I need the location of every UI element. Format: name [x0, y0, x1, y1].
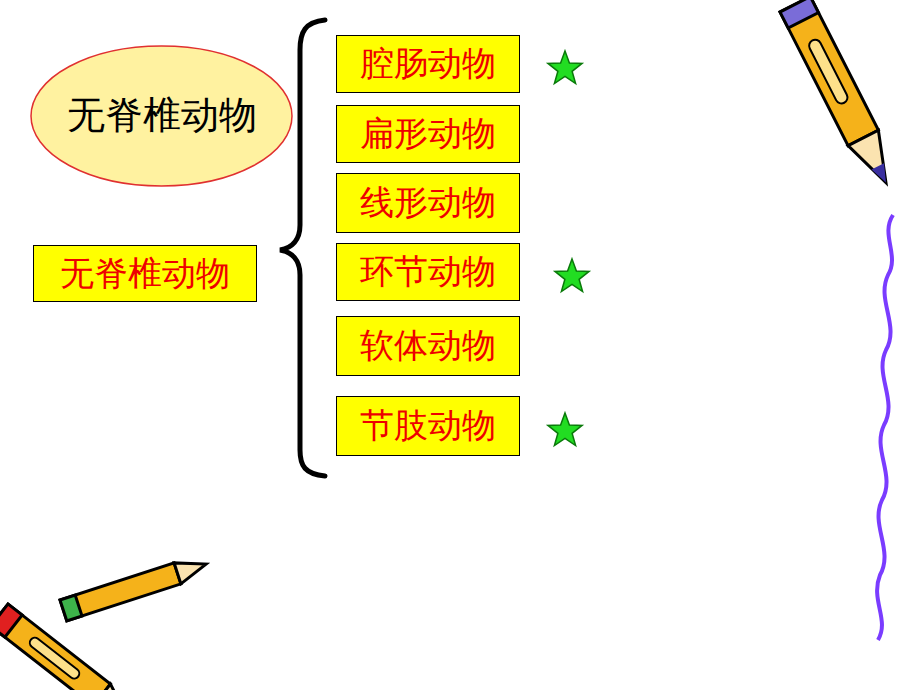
node-label: 无脊椎动物	[67, 95, 257, 137]
phylum-box: 扁形动物	[336, 105, 520, 163]
node-label: 腔肠动物	[360, 45, 496, 82]
pencil-eraser	[0, 604, 22, 637]
phylum-box: 线形动物	[336, 173, 520, 233]
star-symbol	[548, 51, 582, 84]
node-label: 软体动物	[360, 327, 496, 364]
node-label: 无脊椎动物	[60, 255, 230, 292]
pencil-tip	[93, 684, 134, 690]
title-ellipse: 无脊椎动物	[30, 45, 293, 187]
ellipse-shape	[31, 46, 292, 186]
pencil-illustration	[0, 604, 134, 690]
star-symbol	[555, 259, 589, 292]
node-label: 扁形动物	[360, 115, 496, 152]
pencil-body	[0, 604, 110, 690]
pencil-stripe	[807, 38, 849, 106]
pencil-stripe	[28, 636, 81, 681]
star-symbol	[548, 413, 582, 446]
phylum-box: 腔肠动物	[336, 35, 520, 93]
pencil-eraser	[780, 0, 818, 28]
pencil-illustration	[60, 554, 209, 621]
pencil-tip	[174, 554, 209, 584]
node-label: 线形动物	[360, 184, 496, 221]
curly-brace	[280, 20, 325, 476]
node-label: 节肢动物	[360, 407, 496, 444]
phylum-box: 软体动物	[336, 316, 520, 376]
phylum-box: 节肢动物	[336, 396, 520, 456]
pencil-lead	[872, 163, 893, 185]
pencil-eraser	[60, 595, 82, 621]
pencil-tip	[848, 130, 901, 190]
pencil-body	[60, 563, 181, 621]
star-group	[548, 51, 589, 446]
wavy-line	[877, 215, 893, 640]
phylum-box: 环节动物	[336, 243, 520, 301]
pencil-illustration	[780, 0, 901, 190]
node-label: 环节动物	[360, 253, 496, 290]
pencil-body	[780, 0, 878, 146]
category-box: 无脊椎动物	[33, 245, 257, 302]
